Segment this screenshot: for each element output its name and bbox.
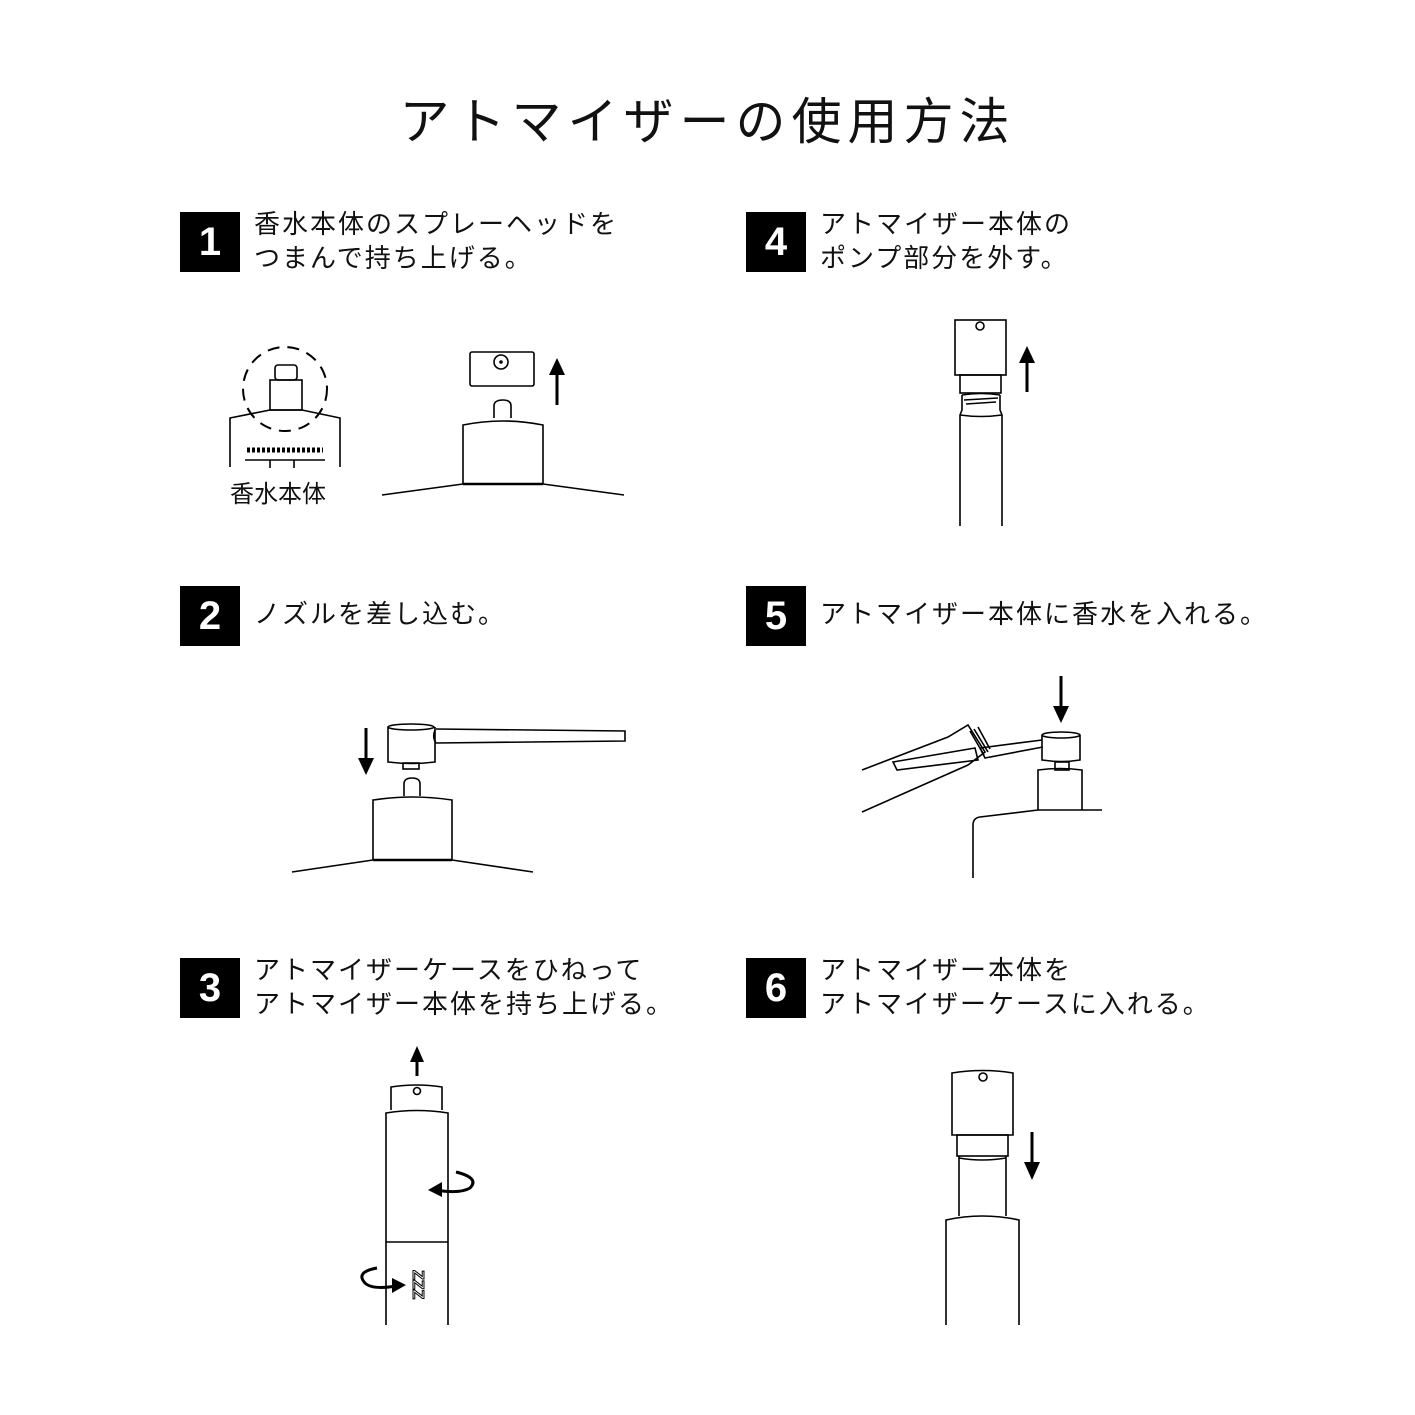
step-6-badge: 6 (746, 958, 806, 1018)
case-logo-text: ZZZ (409, 1270, 426, 1300)
atomizer-insert-icon (945, 1069, 1020, 1325)
arrow-up-icon (410, 1046, 424, 1076)
step-2-line-1: ノズルを差し込む。 (254, 600, 507, 630)
atomizer-refill-icon (861, 723, 1102, 878)
step-4-line-1: アトマイザー本体の (820, 210, 1073, 240)
step-2-caption: ノズルを差し込む。 (254, 598, 506, 632)
arrow-down-icon (1053, 676, 1069, 723)
arrow-up-icon (1019, 346, 1035, 392)
step-5-line-1: アトマイザー本体に香水を入れる。 (820, 600, 1269, 630)
rotate-arrowhead-icon-2 (392, 1278, 406, 1293)
step-1-line-1: 香水本体のスプレーヘッドを (254, 210, 619, 240)
step-2-badge: 2 (180, 586, 240, 646)
perfume-bottle-label: 香水本体 (230, 480, 326, 508)
step-6-line-1: アトマイザー本体を (820, 956, 1073, 986)
rotate-arrow-icon-2 (360, 1266, 397, 1289)
step-3-line-1: アトマイザーケースをひねって (254, 956, 644, 986)
spray-head-lift-icon (381, 351, 625, 496)
step-1-caption: 香水本体のスプレーヘッドを つまんで持ち上げる。 (254, 208, 618, 276)
perfume-bottle-icon (229, 346, 341, 468)
step-6-caption: アトマイザー本体を アトマイザーケースに入れる。 (820, 954, 1211, 1022)
arrow-down-icon (1024, 1132, 1040, 1180)
step-3-caption: アトマイザーケースをひねって アトマイザー本体を持ち上げる。 (254, 954, 674, 1022)
atomizer-pump-icon (954, 319, 1007, 526)
arrow-up-icon (549, 358, 565, 405)
page-title: アトマイザーの使用方法 (399, 93, 1016, 151)
step-5-badge: 5 (746, 586, 806, 646)
step-4-line-2: ポンプ部分を外す。 (820, 244, 1069, 274)
rotate-arrow-icon (435, 1170, 475, 1194)
arrow-down-icon (358, 728, 374, 775)
step-1-line-2: つまんで持ち上げる。 (254, 244, 533, 274)
step-6-line-2: アトマイザーケースに入れる。 (820, 990, 1211, 1020)
nozzle-insert-icon (291, 723, 626, 873)
atomizer-case-icon (385, 1084, 449, 1325)
step-1-badge: 1 (180, 212, 240, 272)
rotate-arrowhead-icon (428, 1182, 442, 1197)
step-5-caption: アトマイザー本体に香水を入れる。 (820, 598, 1268, 632)
step-4-caption: アトマイザー本体の ポンプ部分を外す。 (820, 208, 1072, 276)
step-3-badge: 3 (180, 958, 240, 1018)
step-4-badge: 4 (746, 212, 806, 272)
step-3-line-2: アトマイザー本体を持ち上げる。 (254, 990, 675, 1020)
